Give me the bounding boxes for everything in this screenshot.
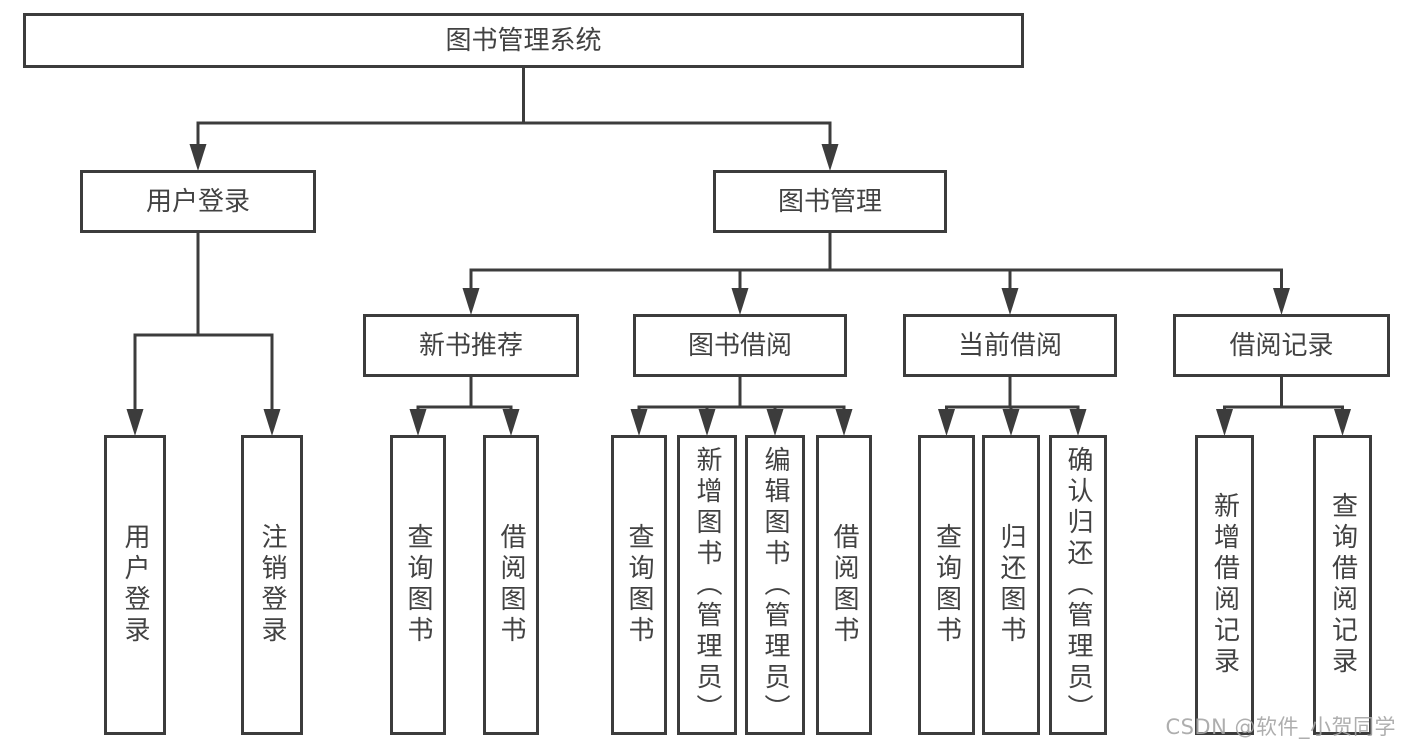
node-label: 编辑图书（管理员） <box>760 445 790 725</box>
node-label: 查询借阅记录 <box>1327 492 1358 678</box>
node-book-management-module: 图书管理 <box>713 170 947 233</box>
node-borrow-books-new: 借阅图书 <box>483 435 539 735</box>
node-add-borrow-record: 新增借阅记录 <box>1195 435 1254 735</box>
node-new-book-recommendation: 新书推荐 <box>363 314 579 377</box>
node-query-books-borrow: 查询图书 <box>611 435 667 735</box>
node-label: 图书借阅 <box>687 330 792 361</box>
node-label: 借阅图书 <box>496 523 526 647</box>
node-label: 当前借阅 <box>957 330 1062 361</box>
node-label: 确认归还（管理员） <box>1063 445 1093 725</box>
node-borrowing-records: 借阅记录 <box>1173 314 1390 377</box>
node-label: 归还图书 <box>996 523 1026 647</box>
node-query-books-current: 查询图书 <box>918 435 975 735</box>
node-add-book-admin: 新增图书（管理员） <box>677 435 737 735</box>
node-label: 借阅记录 <box>1229 330 1334 361</box>
node-borrow-books: 借阅图书 <box>816 435 872 735</box>
node-label: 查询图书 <box>931 523 962 647</box>
watermark: CSDN @软件_小贺同学 <box>1165 715 1396 739</box>
node-label: 借阅图书 <box>829 523 859 647</box>
node-label: 查询图书 <box>403 523 433 647</box>
node-query-borrow-record: 查询借阅记录 <box>1313 435 1372 735</box>
node-label: 图书管理系统 <box>445 25 602 56</box>
node-system-title: 图书管理系统 <box>23 13 1024 68</box>
node-label: 用户登录 <box>145 186 250 217</box>
node-label: 用户登录 <box>120 523 150 647</box>
node-confirm-return-admin: 确认归还（管理员） <box>1049 435 1107 735</box>
node-label: 新增图书（管理员） <box>692 445 722 725</box>
node-edit-book-admin: 编辑图书（管理员） <box>745 435 805 735</box>
node-logout: 注销登录 <box>241 435 303 735</box>
node-current-borrowing: 当前借阅 <box>903 314 1117 377</box>
node-query-books-new: 查询图书 <box>390 435 446 735</box>
node-user-login: 用户登录 <box>104 435 166 735</box>
node-book-borrowing: 图书借阅 <box>633 314 847 377</box>
node-return-book: 归还图书 <box>982 435 1040 735</box>
node-user-login-module: 用户登录 <box>80 170 316 233</box>
node-label: 查询图书 <box>624 523 654 647</box>
node-label: 图书管理 <box>777 186 882 217</box>
node-label: 注销登录 <box>257 523 287 647</box>
node-label: 新增借阅记录 <box>1209 492 1240 678</box>
node-label: 新书推荐 <box>418 330 523 361</box>
